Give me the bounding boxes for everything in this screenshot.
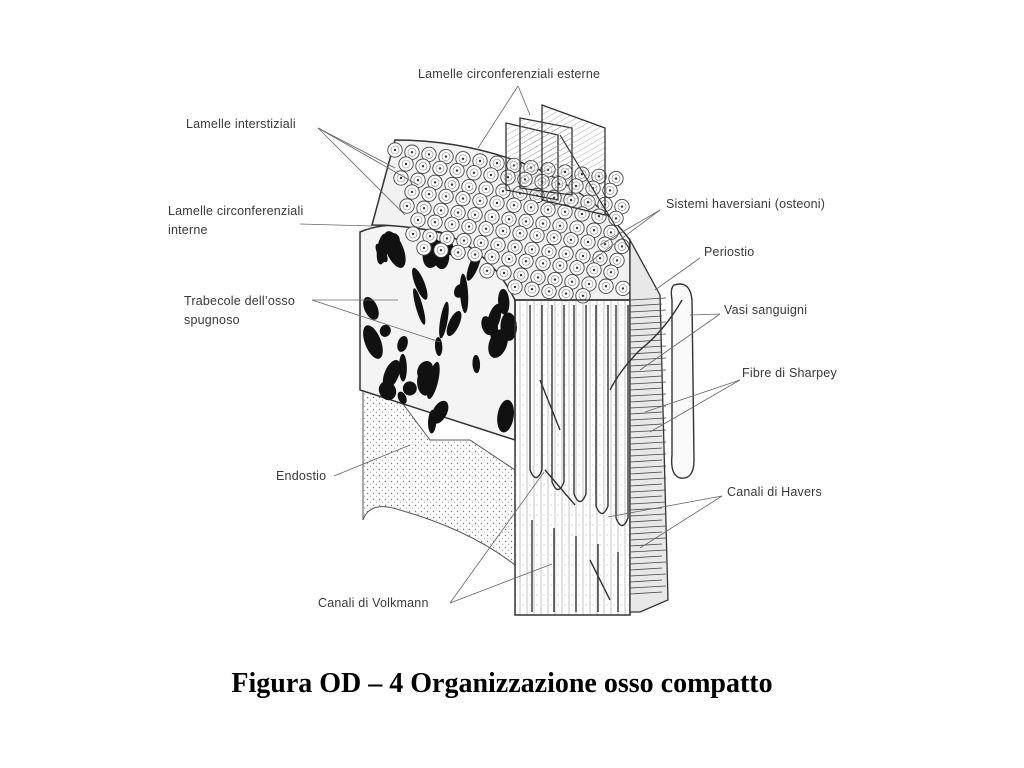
blood-vessel: [609, 283, 695, 479]
periosteum-strip: [629, 239, 669, 613]
label-outer-circumferential-lamellae: Lamelle circonferenziali esterne: [418, 67, 600, 81]
label-interstitial-lamellae: Lamelle interstiziali: [186, 117, 296, 131]
label-inner-circumferential-lamellae-2: interne: [168, 223, 208, 237]
diagram-labels: Lamelle circonferenziali esterne Lamelle…: [168, 67, 837, 610]
label-trabeculae-2: spugnoso: [184, 313, 240, 327]
leader-lines: [299, 85, 741, 604]
label-haversian-canals: Canali di Havers: [727, 485, 822, 499]
label-inner-circumferential-lamellae-1: Lamelle circonferenziali: [168, 204, 303, 218]
label-sharpey-fibers: Fibre di Sharpey: [742, 366, 837, 380]
outer-lamellae-plates: [505, 104, 631, 251]
label-blood-vessels: Vasi sanguigni: [724, 303, 807, 317]
label-periosteum: Periostio: [704, 245, 754, 259]
compact-bone-longitudinal: [514, 299, 631, 616]
label-haversian-systems: Sistemi haversiani (osteoni): [666, 197, 825, 211]
label-volkmann-canals: Canali di Volkmann: [318, 596, 429, 610]
spongy-bone-trabeculae: [359, 224, 517, 442]
label-trabeculae-1: Trabecole dell’osso: [184, 294, 295, 308]
figure-caption: Figura OD – 4 Organizzazione osso compat…: [231, 668, 773, 699]
label-endosteum: Endostio: [276, 469, 326, 483]
